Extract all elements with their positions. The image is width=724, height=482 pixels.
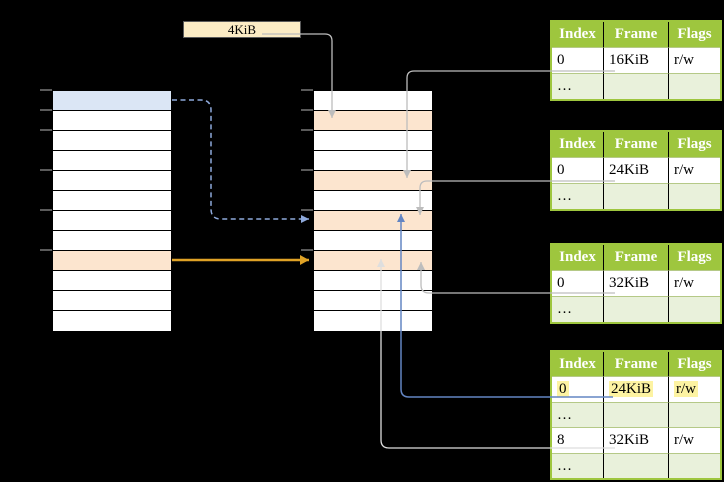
table-cell: r/w bbox=[668, 157, 720, 183]
page-table-32kib: Index Frame Flags 0 32KiB r/w … bbox=[550, 243, 722, 324]
table-cell bbox=[603, 183, 668, 209]
table-cell: … bbox=[552, 452, 603, 478]
address-tick bbox=[40, 249, 52, 251]
column-header: Index bbox=[552, 22, 603, 47]
table-cell bbox=[603, 452, 668, 478]
highlight-text: 24KiB bbox=[609, 381, 654, 397]
page-table-24kib: Index Frame Flags 0 24KiB r/w … bbox=[550, 130, 722, 211]
table-cell: r/w bbox=[668, 47, 720, 73]
table-cell bbox=[603, 401, 668, 427]
table-cell bbox=[668, 183, 720, 209]
frame-row bbox=[314, 91, 432, 111]
column-header: Frame bbox=[603, 245, 668, 270]
table-cell: 32KiB bbox=[603, 270, 668, 296]
frame-size-label: 4KiB bbox=[183, 21, 301, 38]
address-row-orange bbox=[53, 251, 171, 271]
frame-row-orange bbox=[314, 171, 432, 191]
address-row bbox=[53, 111, 171, 131]
table-cell: … bbox=[552, 73, 603, 99]
address-tick bbox=[40, 89, 52, 91]
frame-row bbox=[314, 311, 432, 331]
table-cell-highlighted: 24KiB bbox=[603, 376, 668, 402]
address-row-blue bbox=[53, 91, 171, 111]
table-cell: … bbox=[552, 183, 603, 209]
column-header: Flags bbox=[668, 132, 720, 157]
table-cell: … bbox=[552, 401, 603, 427]
address-row bbox=[53, 291, 171, 311]
address-tick bbox=[40, 129, 52, 131]
address-row bbox=[53, 211, 171, 231]
page-table-16kib: Index Frame Flags 0 16KiB r/w … bbox=[550, 20, 722, 101]
frame-row bbox=[314, 231, 432, 251]
column-header: Frame bbox=[603, 132, 668, 157]
address-tick bbox=[301, 89, 313, 91]
process-page-table: Index Frame Flags 0 24KiB r/w … 8 32KiB … bbox=[550, 350, 722, 480]
frame-row-orange bbox=[314, 211, 432, 231]
table-cell-highlighted: r/w bbox=[668, 376, 720, 402]
table-cell bbox=[668, 401, 720, 427]
frame-row bbox=[314, 271, 432, 291]
address-tick bbox=[301, 249, 313, 251]
column-header: Index bbox=[552, 132, 603, 157]
column-header: Index bbox=[552, 352, 603, 376]
frame-row bbox=[314, 131, 432, 151]
table-cell: 16KiB bbox=[603, 47, 668, 73]
address-tick bbox=[301, 209, 313, 211]
table-cell: 24KiB bbox=[603, 157, 668, 183]
address-tick bbox=[40, 209, 52, 211]
table-cell bbox=[603, 73, 668, 99]
address-tick bbox=[301, 109, 313, 111]
physical-memory-column bbox=[313, 90, 433, 332]
address-space-column bbox=[52, 90, 172, 332]
address-row bbox=[53, 191, 171, 211]
address-tick bbox=[40, 109, 52, 111]
table-cell: 0 bbox=[552, 47, 603, 73]
dashed-mapping-arrow bbox=[172, 99, 309, 223]
frame-row-orange bbox=[314, 251, 432, 271]
address-tick bbox=[301, 129, 313, 131]
column-header: Frame bbox=[603, 22, 668, 47]
column-header: Flags bbox=[668, 352, 720, 376]
highlight-text: 0 bbox=[557, 381, 569, 397]
column-header: Flags bbox=[668, 22, 720, 47]
address-tick bbox=[301, 169, 313, 171]
address-row bbox=[53, 231, 171, 251]
address-row bbox=[53, 311, 171, 331]
table-cell: r/w bbox=[668, 427, 720, 453]
table-cell: 0 bbox=[552, 270, 603, 296]
table-cell-highlighted: 0 bbox=[552, 376, 603, 402]
address-row bbox=[53, 131, 171, 151]
table-cell bbox=[668, 73, 720, 99]
frame-row bbox=[314, 191, 432, 211]
table-cell bbox=[668, 452, 720, 478]
highlight-text: r/w bbox=[674, 381, 698, 397]
table-cell: 0 bbox=[552, 157, 603, 183]
table-cell bbox=[668, 296, 720, 322]
address-row bbox=[53, 171, 171, 191]
address-tick bbox=[40, 169, 52, 171]
table-cell: … bbox=[552, 296, 603, 322]
table-cell: 32KiB bbox=[603, 427, 668, 453]
address-row bbox=[53, 271, 171, 291]
column-header: Frame bbox=[603, 352, 668, 376]
table-cell: r/w bbox=[668, 270, 720, 296]
table-cell: 8 bbox=[552, 427, 603, 453]
address-row bbox=[53, 151, 171, 171]
frame-row bbox=[314, 151, 432, 171]
column-header: Flags bbox=[668, 245, 720, 270]
frame-row bbox=[314, 291, 432, 311]
frame-row-orange bbox=[314, 111, 432, 131]
column-header: Index bbox=[552, 245, 603, 270]
table-cell bbox=[603, 296, 668, 322]
